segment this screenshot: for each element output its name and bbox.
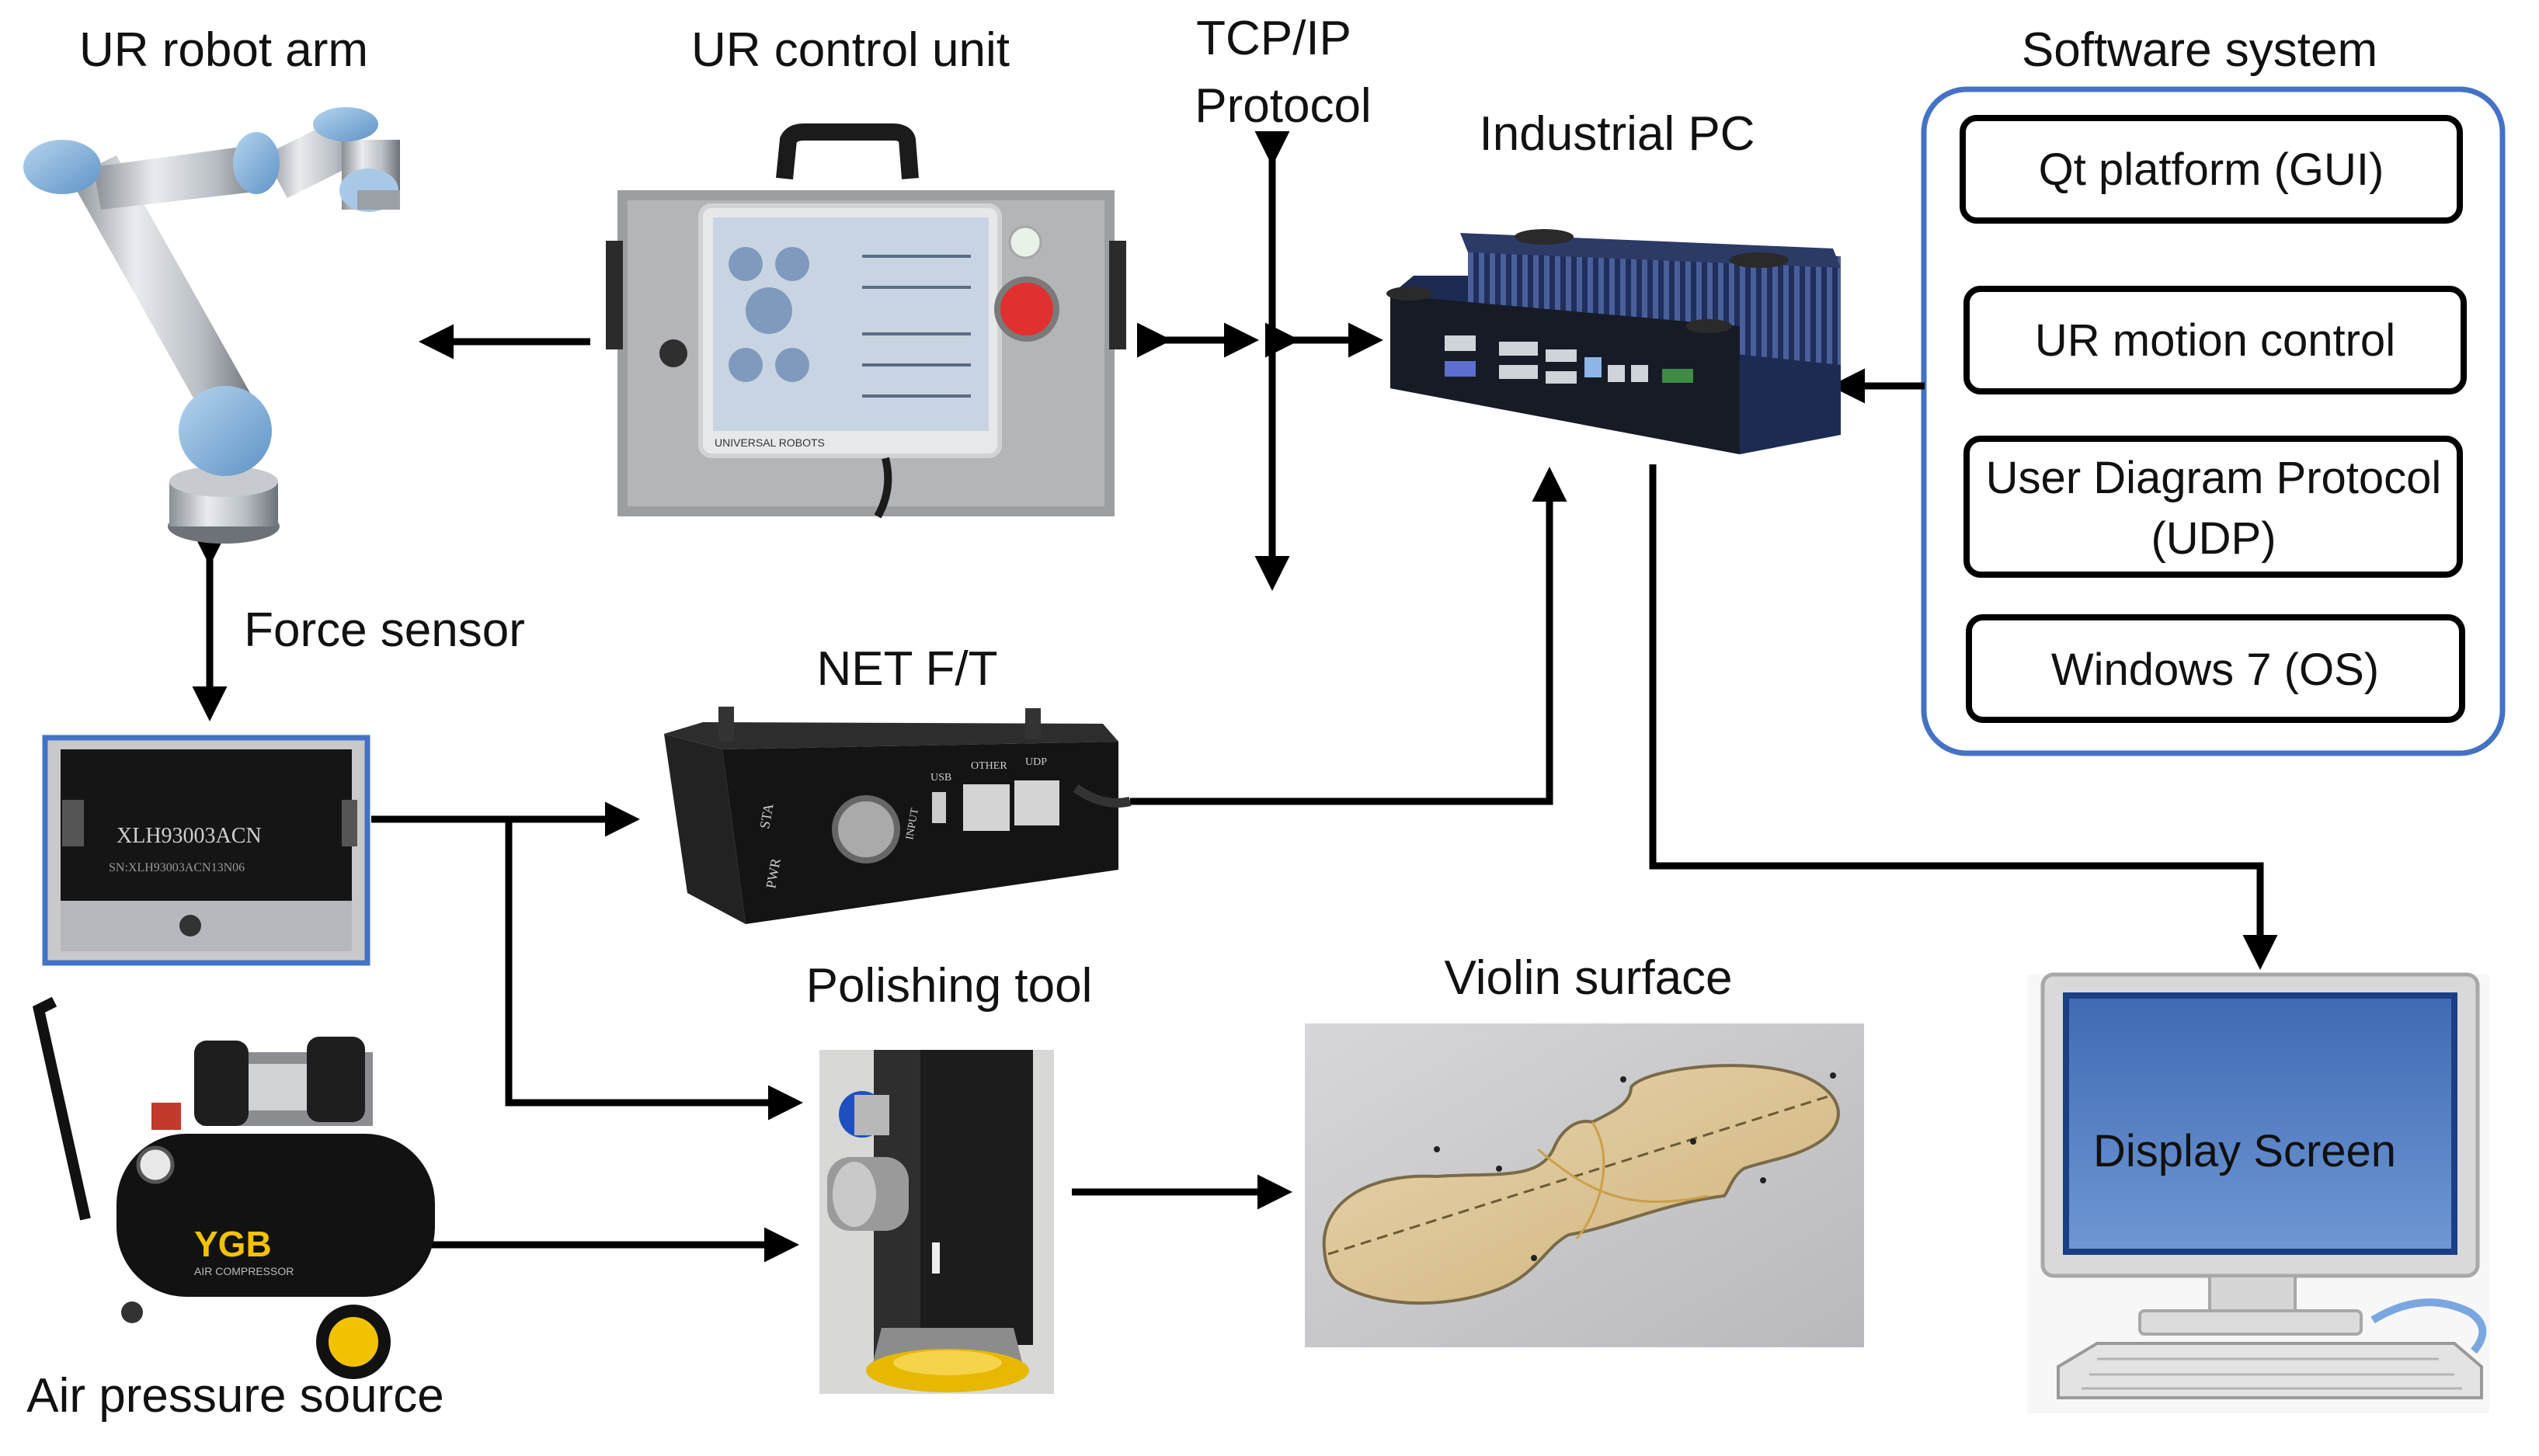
polishing-tool-label: Polishing tool xyxy=(806,959,1093,1013)
ur-robot-arm-image xyxy=(23,107,400,544)
display-screen xyxy=(2063,992,2457,1255)
netft-other-text: OTHER xyxy=(971,760,1007,772)
connectors xyxy=(192,131,2278,1263)
joint-cap-icon xyxy=(313,107,378,141)
polishing-tool-image xyxy=(819,1050,1054,1394)
wheel-icon xyxy=(316,1305,391,1379)
pendant-brand-text: UNIVERSAL ROBOTS xyxy=(715,436,825,449)
industrial-pc-label: Industrial PC xyxy=(1480,107,1755,161)
tcp-ip-label-line1: TCP/IP xyxy=(1196,12,1351,65)
ur-control-unit-image: UNIVERSAL ROBOTS xyxy=(606,123,1126,519)
net-ft-label: NET F/T xyxy=(816,642,997,696)
compressor-subtext: AIR COMPRESSOR xyxy=(194,1265,294,1277)
arrow-sensor-to-tool xyxy=(505,819,803,1121)
tcp-ip-label-line2: Protocol xyxy=(1195,79,1371,133)
air-compressor-image: YGB AIR COMPRESSOR xyxy=(32,996,435,1379)
arrow-netft-to-pc xyxy=(1130,467,1567,805)
sensor-model-text: XLH93003ACN xyxy=(117,824,262,848)
windows-os-box: Windows 7 (OS) xyxy=(1966,614,2465,723)
udp-box: User Diagram Protocol (UDP) xyxy=(1963,436,2463,578)
industrial-pc-image xyxy=(1386,229,1841,454)
software-system-label: Software system xyxy=(2022,23,2377,77)
net-ft-image: PWR STA INPUT USB OTHER UDP xyxy=(664,707,1132,924)
emergency-stop-icon xyxy=(994,276,1059,342)
keyboard-icon xyxy=(2057,1342,2483,1399)
joint-cap-icon xyxy=(179,386,272,476)
display-computer-image: Display Screen xyxy=(2027,972,2489,1413)
force-sensor-image: XLH93003ACN SN:XLH93003ACN13N06 xyxy=(42,735,370,966)
netft-udp-text: UDP xyxy=(1025,756,1047,768)
netft-input-text: INPUT xyxy=(904,807,921,841)
ur-motion-control-text: UR motion control xyxy=(2035,315,2395,366)
violin-surface-label: Violin surface xyxy=(1444,951,1732,1005)
pressure-gauge-icon xyxy=(136,1145,175,1184)
ur-motion-control-box: UR motion control xyxy=(1963,286,2467,394)
arrow-pc-to-display xyxy=(1649,464,2278,970)
udp-text-line1: User Diagram Protocol xyxy=(1986,453,2442,503)
force-sensor-label: Force sensor xyxy=(244,603,525,657)
netft-usb-text: USB xyxy=(930,772,951,784)
qt-platform-text: Qt platform (GUI) xyxy=(2039,144,2384,195)
joint-cap-icon xyxy=(233,132,280,194)
software-system-frame xyxy=(1921,86,2506,756)
udp-text-line2: (UDP) xyxy=(2151,513,2276,564)
joint-cap-icon xyxy=(23,140,101,194)
air-pressure-source-label: Air pressure source xyxy=(26,1369,444,1423)
ur-control-unit-label: UR control unit xyxy=(691,23,1010,77)
compressor-brand-text: YGB xyxy=(194,1224,272,1264)
display-screen-text: Display Screen xyxy=(2093,1126,2396,1176)
ur-robot-arm-label: UR robot arm xyxy=(79,23,368,77)
violin-surface-image xyxy=(1305,1023,1864,1347)
qt-platform-box: Qt platform (GUI) xyxy=(1960,115,2463,224)
sensor-serial-text: SN:XLH93003ACN13N06 xyxy=(109,861,245,874)
windows-os-text: Windows 7 (OS) xyxy=(2051,645,2379,695)
connector-icon xyxy=(832,795,900,864)
